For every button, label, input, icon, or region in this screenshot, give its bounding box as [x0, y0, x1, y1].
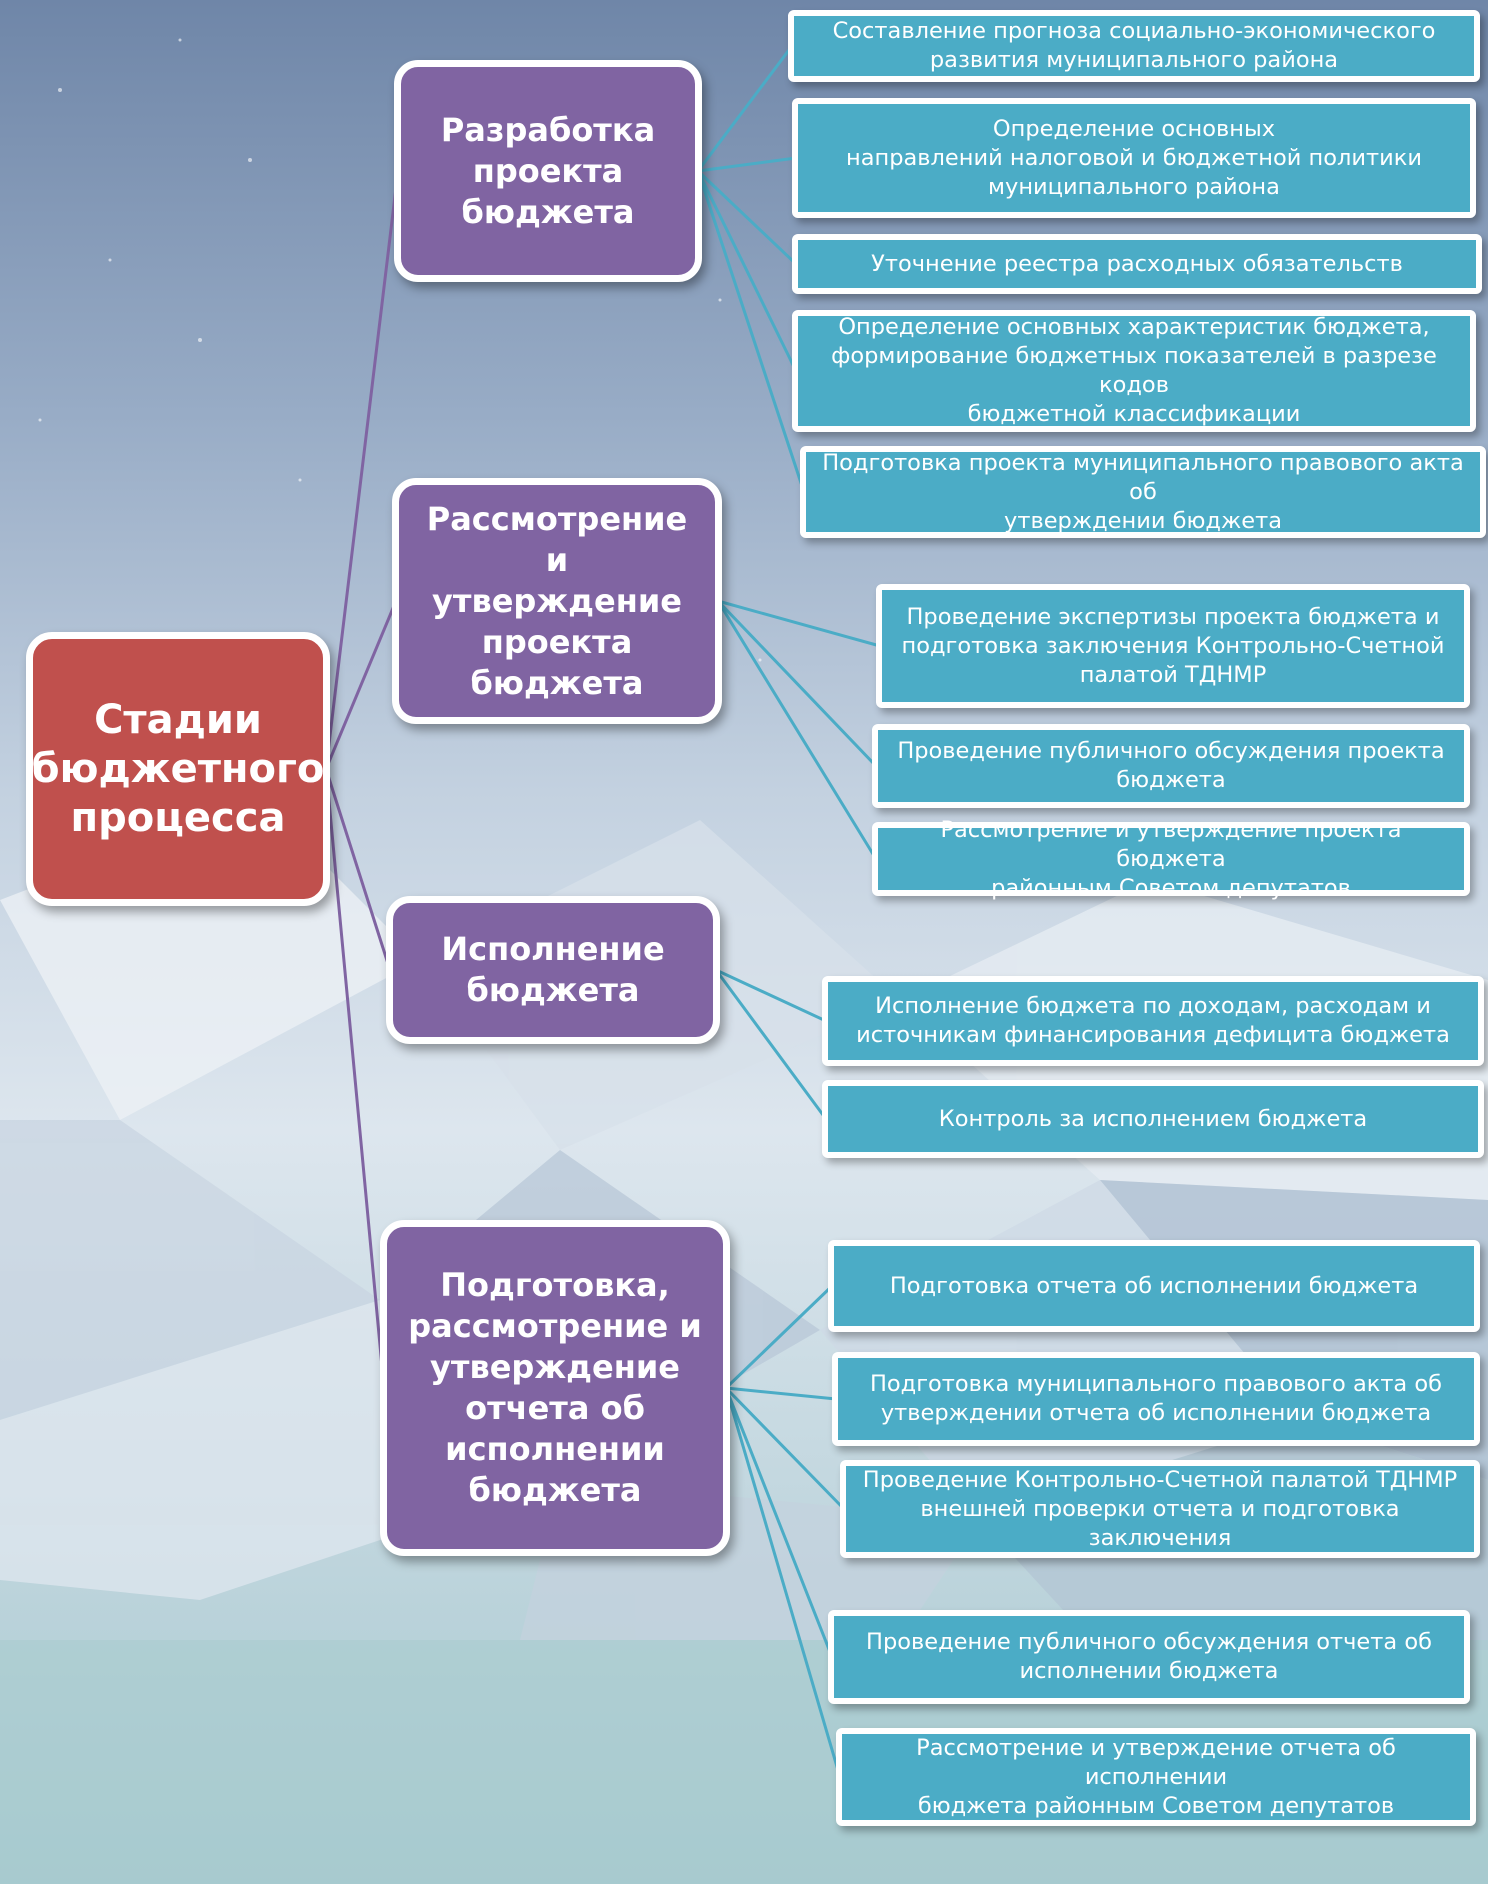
- step-node: Проведение публичного обсуждения проекта…: [872, 724, 1470, 808]
- step-node-label: Составление прогноза социально-экономиче…: [832, 18, 1436, 73]
- stage-connector: [324, 599, 398, 771]
- step-connector: [716, 599, 882, 648]
- step-node-label: Подготовка муниципального правового акта…: [869, 1371, 1443, 1426]
- step-connector: [724, 1386, 834, 1659]
- step-connector: [696, 156, 798, 173]
- step-node-label: Рассмотрение и утверждение проекта бюдже…: [940, 816, 1402, 901]
- stage-node-label: Разработка проекта бюджета: [440, 110, 656, 231]
- step-connector: [724, 1284, 834, 1390]
- stage-connector: [324, 169, 400, 771]
- step-connector: [714, 968, 828, 1121]
- stage-node-label: Подготовка, рассмотрение и утверждение о…: [408, 1266, 702, 1509]
- step-node-label: Уточнение реестра расходных обязательств: [871, 250, 1403, 277]
- step-node: Составление прогноза социально-экономиче…: [788, 10, 1480, 82]
- step-connector: [696, 169, 798, 373]
- step-connector: [696, 169, 806, 494]
- step-connector: [714, 968, 828, 1023]
- step-node: Подготовка проекта муниципального правов…: [800, 446, 1486, 538]
- step-node: Проведение экспертизы проекта бюджета и …: [876, 584, 1470, 708]
- root-node: Стадии бюджетного процесса: [26, 632, 330, 906]
- step-node-label: Определение основных характеристик бюдже…: [831, 314, 1437, 427]
- step-node: Контроль за исполнением бюджета: [822, 1080, 1484, 1158]
- step-node-label: Определение основных направлений налогов…: [846, 115, 1422, 200]
- step-connector: [724, 1386, 838, 1401]
- stage-node: Рассмотрение и утверждение проекта бюдже…: [392, 478, 722, 724]
- step-node-label: Проведение Контрольно-Счетной палатой ТД…: [862, 1466, 1458, 1551]
- step-node: Подготовка муниципального правового акта…: [832, 1352, 1480, 1446]
- stage-connector: [324, 767, 386, 1390]
- step-connector: [696, 44, 794, 173]
- step-connector: [724, 1386, 842, 1779]
- stage-node: Подготовка, рассмотрение и утверждение о…: [380, 1220, 730, 1556]
- stage-node: Разработка проекта бюджета: [394, 60, 702, 282]
- step-node-label: Подготовка отчета об исполнении бюджета: [889, 1272, 1419, 1299]
- step-node-label: Проведение публичного обсуждения проекта…: [897, 738, 1445, 793]
- stage-connector: [324, 767, 392, 972]
- step-node: Исполнение бюджета по доходам, расходам …: [822, 976, 1484, 1066]
- step-node-label: Рассмотрение и утверждение отчета об исп…: [916, 1734, 1396, 1819]
- stage-node-label: Рассмотрение и утверждение проекта бюдже…: [426, 499, 688, 702]
- step-connector: [716, 599, 878, 768]
- step-node: Уточнение реестра расходных обязательств: [792, 234, 1482, 294]
- step-connector: [724, 1386, 846, 1511]
- step-node: Определение основных характеристик бюдже…: [792, 310, 1476, 432]
- step-node: Подготовка отчета об исполнении бюджета: [828, 1240, 1480, 1332]
- step-node-label: Проведение публичного обсуждения отчета …: [866, 1629, 1432, 1684]
- step-connector: [716, 599, 878, 861]
- step-node-label: Подготовка проекта муниципального правов…: [822, 449, 1464, 534]
- step-node: Определение основных направлений налогов…: [792, 98, 1476, 218]
- step-node: Рассмотрение и утверждение проекта бюдже…: [872, 817, 1470, 901]
- step-node-label: Проведение экспертизы проекта бюджета и …: [901, 603, 1445, 688]
- stage-node-label: Исполнение бюджета: [441, 930, 665, 1009]
- step-node: Рассмотрение и утверждение отчета об исп…: [836, 1728, 1476, 1826]
- step-node-label: Исполнение бюджета по доходам, расходам …: [856, 993, 1450, 1048]
- stage-node: Исполнение бюджета: [386, 896, 720, 1044]
- step-connector: [696, 169, 798, 266]
- step-node-label: Контроль за исполнением бюджета: [938, 1105, 1368, 1132]
- step-node: Проведение публичного обсуждения отчета …: [828, 1610, 1470, 1704]
- root-node-label: Стадии бюджетного процесса: [31, 696, 325, 841]
- step-node: Проведение Контрольно-Счетной палатой ТД…: [840, 1460, 1480, 1558]
